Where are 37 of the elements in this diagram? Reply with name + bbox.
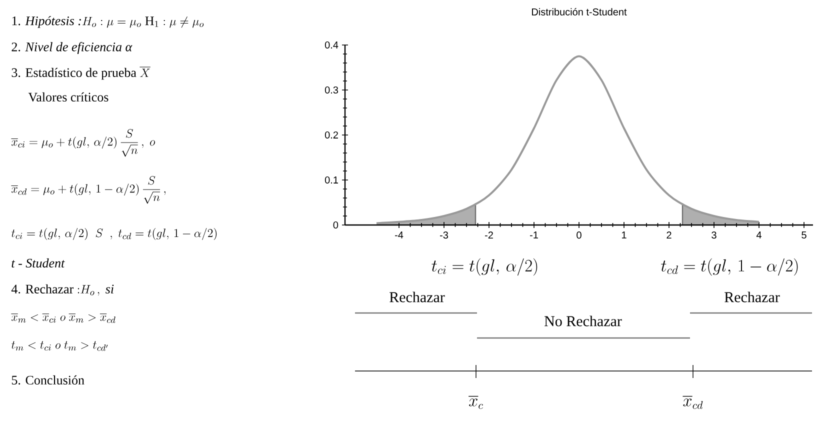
x-tick-label: 1: [622, 232, 626, 238]
x-tick-label: 3: [712, 232, 716, 239]
point-label: $\overline{x}_{cd}$: [682, 396, 703, 409]
region-label: No Rechazar: [544, 316, 622, 326]
y-tick-label: 0.1: [324, 176, 338, 184]
point-label: $\overline{x}_c$: [468, 396, 483, 409]
x-tick-label: 2: [666, 232, 672, 239]
formula: $\overline{x}_{ci} = \mu_o + t(gl,\,\alpha/2)\,\dfrac{S}{\sqrt{n}}\,,\ o$: [11, 129, 156, 157]
formula: $t_m < t_{ci}\ o\ t_m > t_{cd'}$: [11, 341, 108, 351]
text-line: Valores críticos: [28, 92, 108, 102]
line-series: [376, 55, 760, 224]
region-label: Rechazar: [390, 292, 445, 302]
chart-title: Distribución t-Student: [532, 8, 627, 16]
text-line: 2. Nivel de eficiencia α: [12, 42, 132, 54]
formula: $\text{4. Rechazar }{:}H_o\,,\ \textit{si}$: [11, 284, 114, 296]
t-distribution-chart: -4 -3 -2 -1 0 1 2 3 4 5 0 0.1 0.2 0.3 0.4 Distribución t-Student: [324, 8, 813, 239]
text-line: 5. Conclusión: [12, 375, 84, 385]
critical-value-formula: $t_{ci} = t(gl,\,\alpha/2)$: [432, 258, 538, 276]
formula: $t_{ci} = t(gl,\,\alpha/2)\ \ S\ \ ,\ t_{cd} = t(gl,\,1-\alpha/2)$: [11, 228, 217, 240]
region-label: Rechazar: [724, 292, 780, 302]
y-tick-label: 0.2: [324, 131, 338, 139]
x-tick-label: -4: [395, 232, 404, 238]
text-line: t - Student: [12, 258, 65, 268]
formula: $\overline{x}_m < \overline{x}_{ci}\ o\ \overline{x}_m > \overline{x}_{cd}$: [11, 314, 116, 323]
x-tick-label: -1: [530, 232, 538, 238]
x-tick-label: -2: [485, 232, 493, 239]
x-tick-label: 4: [756, 232, 762, 238]
formula: $\text{3. Estadístico de prueba }\overline{X}$: [12, 67, 150, 80]
x-tick-label: -3: [440, 232, 448, 239]
x-tick-label: 0: [576, 232, 582, 239]
formula: $\text{1. }\textit{Hipótesis :}H_o : \mu = \mu_o \;\mathrm{H}_1 : \mu \neq \mu_o$: [12, 16, 204, 28]
critical-value-formula: $t_{cd} = t(gl,\,1-\alpha/2)$: [661, 258, 798, 276]
x-tick-label: 5: [802, 232, 806, 239]
formula: $\overline{x}_{cd} = \mu_o + t(gl,\,1-\alpha/2)\,\dfrac{S}{\sqrt{n}}\,,$: [11, 176, 166, 204]
y-tick-label: 0.4: [324, 41, 338, 49]
y-tick-label: 0: [333, 221, 338, 229]
y-tick-label: 0.3: [324, 86, 338, 94]
